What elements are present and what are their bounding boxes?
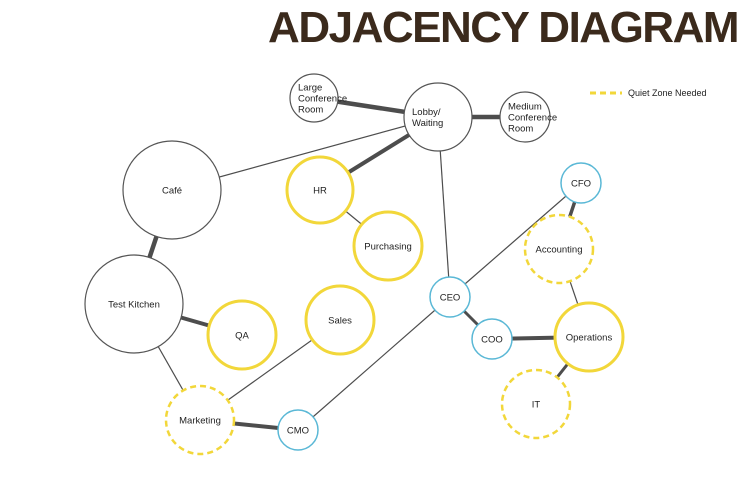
node-cafe: Café	[122, 140, 222, 240]
node-ceo: CEO	[429, 276, 471, 318]
node-circle-cafe	[122, 140, 222, 240]
node-marketing: Marketing	[164, 384, 236, 456]
node-label-purchasing: Purchasing	[364, 242, 412, 253]
node-label-marketing: Marketing	[179, 416, 221, 427]
node-label-ceo: CEO	[440, 293, 461, 304]
node-sales: Sales	[304, 284, 376, 356]
node-label-large-conf-3: Room	[298, 105, 323, 116]
node-operations: Operations	[553, 301, 625, 373]
edge-ceo-cfo	[449, 182, 582, 298]
node-label-coo: COO	[481, 335, 503, 346]
node-label-hr: HR	[313, 186, 327, 197]
node-circle-medium-conf	[499, 91, 551, 143]
node-circle-ceo	[429, 276, 471, 318]
node-label-large-conf-1: Large	[298, 83, 322, 94]
node-circle-test-kitchen	[84, 254, 184, 354]
node-circle-coo	[471, 318, 513, 360]
node-circle-hr	[285, 155, 355, 225]
node-lobby: Lobby/Waiting	[403, 82, 473, 152]
node-circle-lobby	[403, 82, 473, 152]
node-it: IT	[500, 368, 572, 440]
legend: Quiet Zone Needed	[590, 88, 707, 98]
node-coo: COO	[471, 318, 513, 360]
node-label-qa: QA	[235, 331, 249, 342]
node-circle-purchasing	[352, 210, 424, 282]
edge-cmo-ceo	[297, 296, 451, 431]
node-circle-it	[500, 368, 572, 440]
node-circle-qa	[206, 299, 278, 371]
node-accounting: Accounting	[523, 213, 595, 285]
node-hr: HR	[285, 155, 355, 225]
node-label-medium-conf-2: Conference	[508, 113, 557, 124]
node-label-sales: Sales	[328, 316, 352, 327]
node-cmo: CMO	[277, 409, 319, 451]
node-qa: QA	[206, 299, 278, 371]
node-circle-large-conf	[289, 73, 339, 123]
node-circle-operations	[553, 301, 625, 373]
node-label-large-conf-2: Conference	[298, 94, 347, 105]
node-circle-marketing	[164, 384, 236, 456]
diagram-title: ADJACENCY DIAGRAM	[268, 3, 739, 52]
node-circle-cfo	[560, 162, 602, 204]
node-label-cafe: Café	[162, 186, 182, 197]
node-label-lobby-1: Lobby/	[412, 107, 441, 118]
node-circle-cmo	[277, 409, 319, 451]
node-circle-accounting	[523, 213, 595, 285]
node-label-lobby-2: Waiting	[412, 118, 443, 129]
node-circle-sales	[304, 284, 376, 356]
legend-label: Quiet Zone Needed	[628, 88, 707, 98]
node-label-cfo: CFO	[571, 179, 591, 190]
node-cfo: CFO	[560, 162, 602, 204]
node-label-medium-conf-3: Room	[508, 124, 533, 135]
node-label-test-kitchen: Test Kitchen	[108, 300, 160, 311]
node-label-medium-conf-1: Medium	[508, 102, 542, 113]
node-label-accounting: Accounting	[535, 245, 582, 256]
node-test-kitchen: Test Kitchen	[84, 254, 184, 354]
node-purchasing: Purchasing	[352, 210, 424, 282]
node-label-cmo: CMO	[287, 426, 309, 437]
node-label-it: IT	[532, 400, 541, 411]
node-label-operations: Operations	[566, 333, 613, 344]
